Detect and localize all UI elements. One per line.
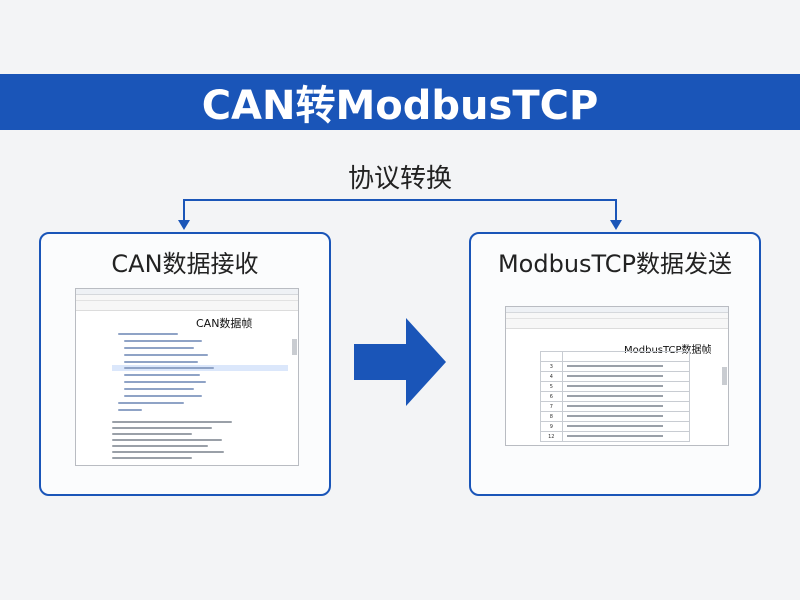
table-row: 9: [540, 421, 691, 432]
arrow-down-right-icon: [610, 220, 622, 230]
window-toolbar: [76, 301, 298, 311]
modbus-data-table: 3 4 5 6 7 8 9 12: [540, 351, 691, 442]
can-receive-title: CAN数据接收: [111, 250, 259, 278]
table-row: 12: [540, 431, 691, 442]
table-row: 3: [540, 361, 691, 372]
page-title: CAN转ModbusTCP: [201, 83, 599, 129]
window-menubar: [76, 295, 298, 301]
can-software-window: CAN数据帧: [75, 288, 299, 466]
title-banner: CAN转ModbusTCP: [0, 74, 800, 130]
window-menubar: [506, 313, 728, 319]
can-scrollbar[interactable]: [292, 339, 297, 355]
can-frame-label: CAN数据帧: [196, 317, 253, 330]
modbus-frame-label: ModbusTCP数据帧: [624, 345, 712, 356]
window-titlebar: [76, 289, 298, 295]
table-row: 6: [540, 391, 691, 402]
window-titlebar: [506, 307, 728, 313]
modbus-scrollbar[interactable]: [722, 367, 727, 385]
table-row: 4: [540, 371, 691, 382]
modbus-send-title: ModbusTCP数据发送: [497, 250, 733, 278]
modbus-software-window: ModbusTCP数据帧 3 4 5 6 7 8 9 12: [505, 306, 729, 446]
conversion-label: 协议转换: [347, 164, 452, 194]
can-receive-panel: CAN数据接收 CAN数据帧: [39, 232, 331, 496]
table-row: 5: [540, 381, 691, 392]
table-row: 7: [540, 401, 691, 412]
modbus-send-panel: ModbusTCP数据发送 ModbusTCP数据帧 3 4 5 6 7 8 9…: [469, 232, 761, 496]
window-toolbar: [506, 319, 728, 329]
table-header-row: [540, 351, 691, 362]
table-row: 8: [540, 411, 691, 422]
arrow-down-left-icon: [178, 220, 190, 230]
